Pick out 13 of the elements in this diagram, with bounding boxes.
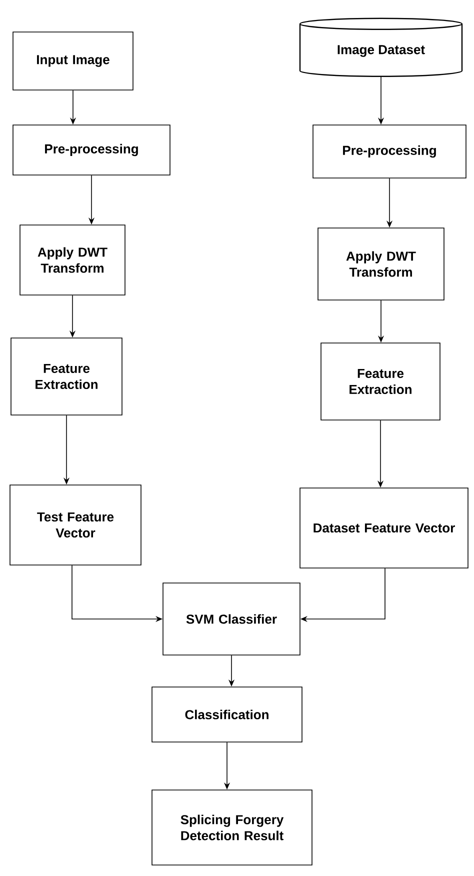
process-box: Feature Extraction bbox=[320, 342, 440, 420]
process-box: Test Feature Vector bbox=[10, 484, 142, 566]
process-box: Splicing Forgery Detection Result bbox=[152, 790, 312, 866]
process-box: Pre-processing bbox=[312, 124, 466, 178]
process-box: Apply DWT Transform bbox=[318, 228, 444, 300]
process-box: Dataset Feature Vector bbox=[300, 488, 468, 568]
database-cylinder: Image Dataset bbox=[299, 18, 463, 77]
process-box: Apply DWT Transform bbox=[20, 224, 126, 296]
process-box: Feature Extraction bbox=[10, 338, 122, 416]
process-box: SVM Classifier bbox=[162, 582, 300, 656]
process-box: Classification bbox=[152, 686, 302, 742]
process-box: Input Image bbox=[12, 32, 134, 90]
process-box: Pre-processing bbox=[12, 124, 170, 176]
